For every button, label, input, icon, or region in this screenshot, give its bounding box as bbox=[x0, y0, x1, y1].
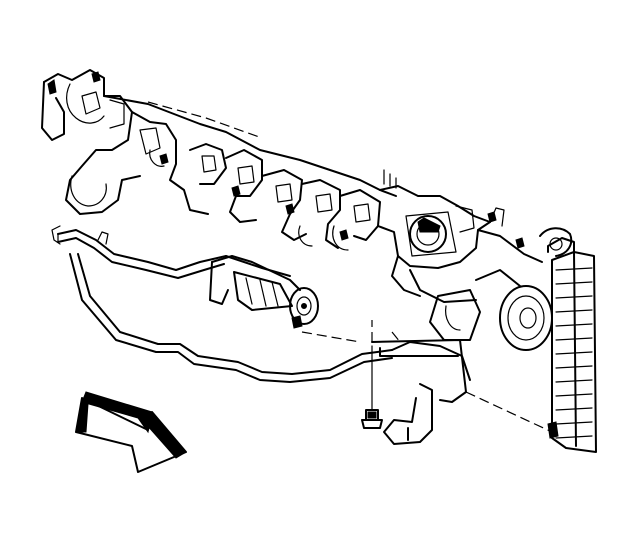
fuel-lines bbox=[51, 225, 471, 383]
radiator bbox=[547, 237, 597, 453]
mounting-bracket bbox=[301, 331, 553, 445]
engine-block bbox=[103, 95, 397, 251]
retaining-bolt bbox=[361, 320, 383, 429]
intake-manifold bbox=[377, 169, 505, 297]
throttle-body bbox=[405, 211, 457, 257]
front-direction-arrow bbox=[75, 391, 187, 473]
transmission-bellhousing bbox=[41, 69, 141, 215]
alternator-pulley bbox=[409, 211, 573, 351]
starter-motor bbox=[209, 255, 319, 329]
